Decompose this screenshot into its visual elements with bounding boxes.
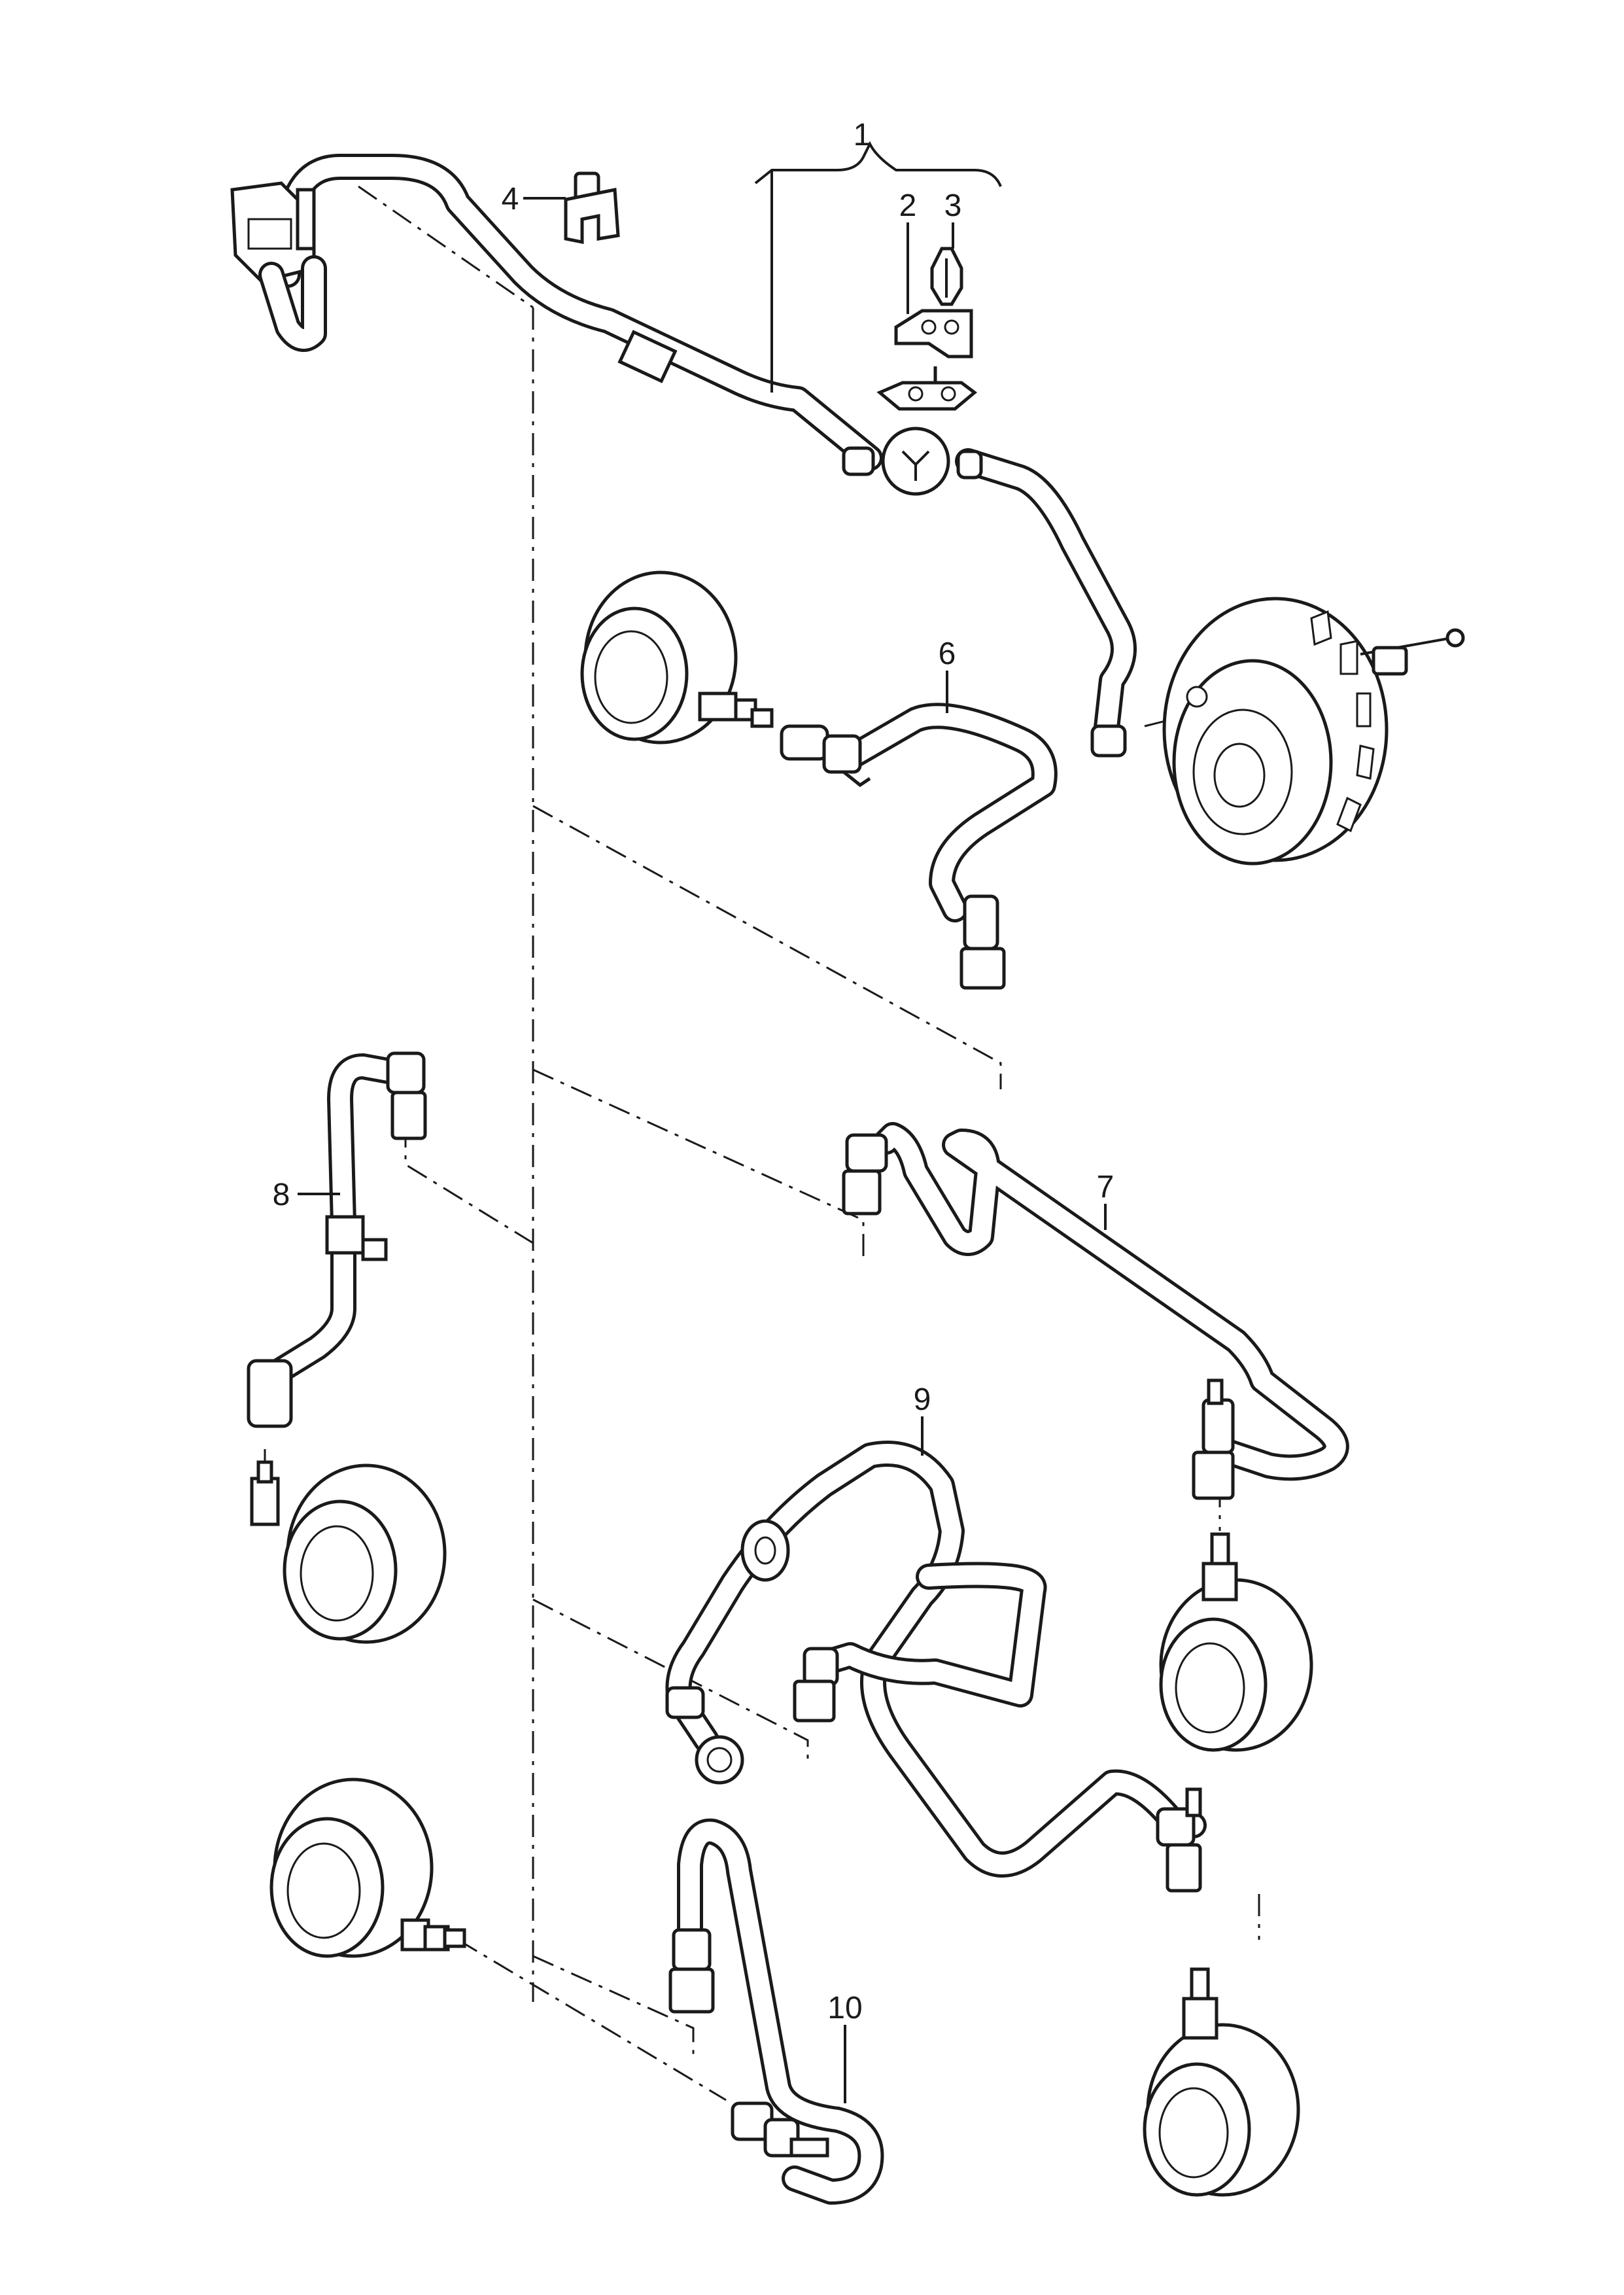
hose-10 [668,1818,884,2205]
callout-label-3: 3 [944,188,962,223]
brake-booster [1162,597,1465,866]
callout-7: 7 [1097,1170,1114,1230]
hose-6 [780,703,1058,990]
hose-9 [665,1441,1207,1893]
callout-label-7: 7 [1097,1170,1114,1204]
callout-6: 6 [939,637,956,713]
callout-8: 8 [273,1178,340,1212]
callout-label-1: 1 [854,118,871,152]
reference-lines [264,185,1260,2101]
vacuum-pump-left [250,1460,447,1644]
callout-label-10: 10 [827,1991,862,2025]
callout-9: 9 [914,1382,931,1456]
callout-2: 2 [899,188,917,314]
vacuum-pump-right-lower [1143,1967,1300,2197]
hose-8 [247,1051,427,1428]
hose-clip [564,171,620,245]
callout-label-6: 6 [939,637,956,671]
valve-bracket [876,309,978,411]
callout-3: 3 [944,188,962,249]
expanding-rivet [930,247,963,306]
vacuum-hose-main [230,154,1137,758]
callout-label-4: 4 [502,182,519,217]
callout-10: 10 [827,1991,863,2103]
hose-7 [842,1122,1349,1500]
callout-label-8: 8 [273,1178,290,1212]
vacuum-pump-upper [580,570,774,745]
callout-label-2: 2 [899,188,917,223]
callout-4: 4 [502,182,566,217]
callout-label-9: 9 [914,1382,931,1417]
vacuum-pump-lower-left [269,1778,466,1958]
callout-1: 1 [754,118,1002,393]
vacuum-pump-right-upper [1159,1532,1313,1752]
